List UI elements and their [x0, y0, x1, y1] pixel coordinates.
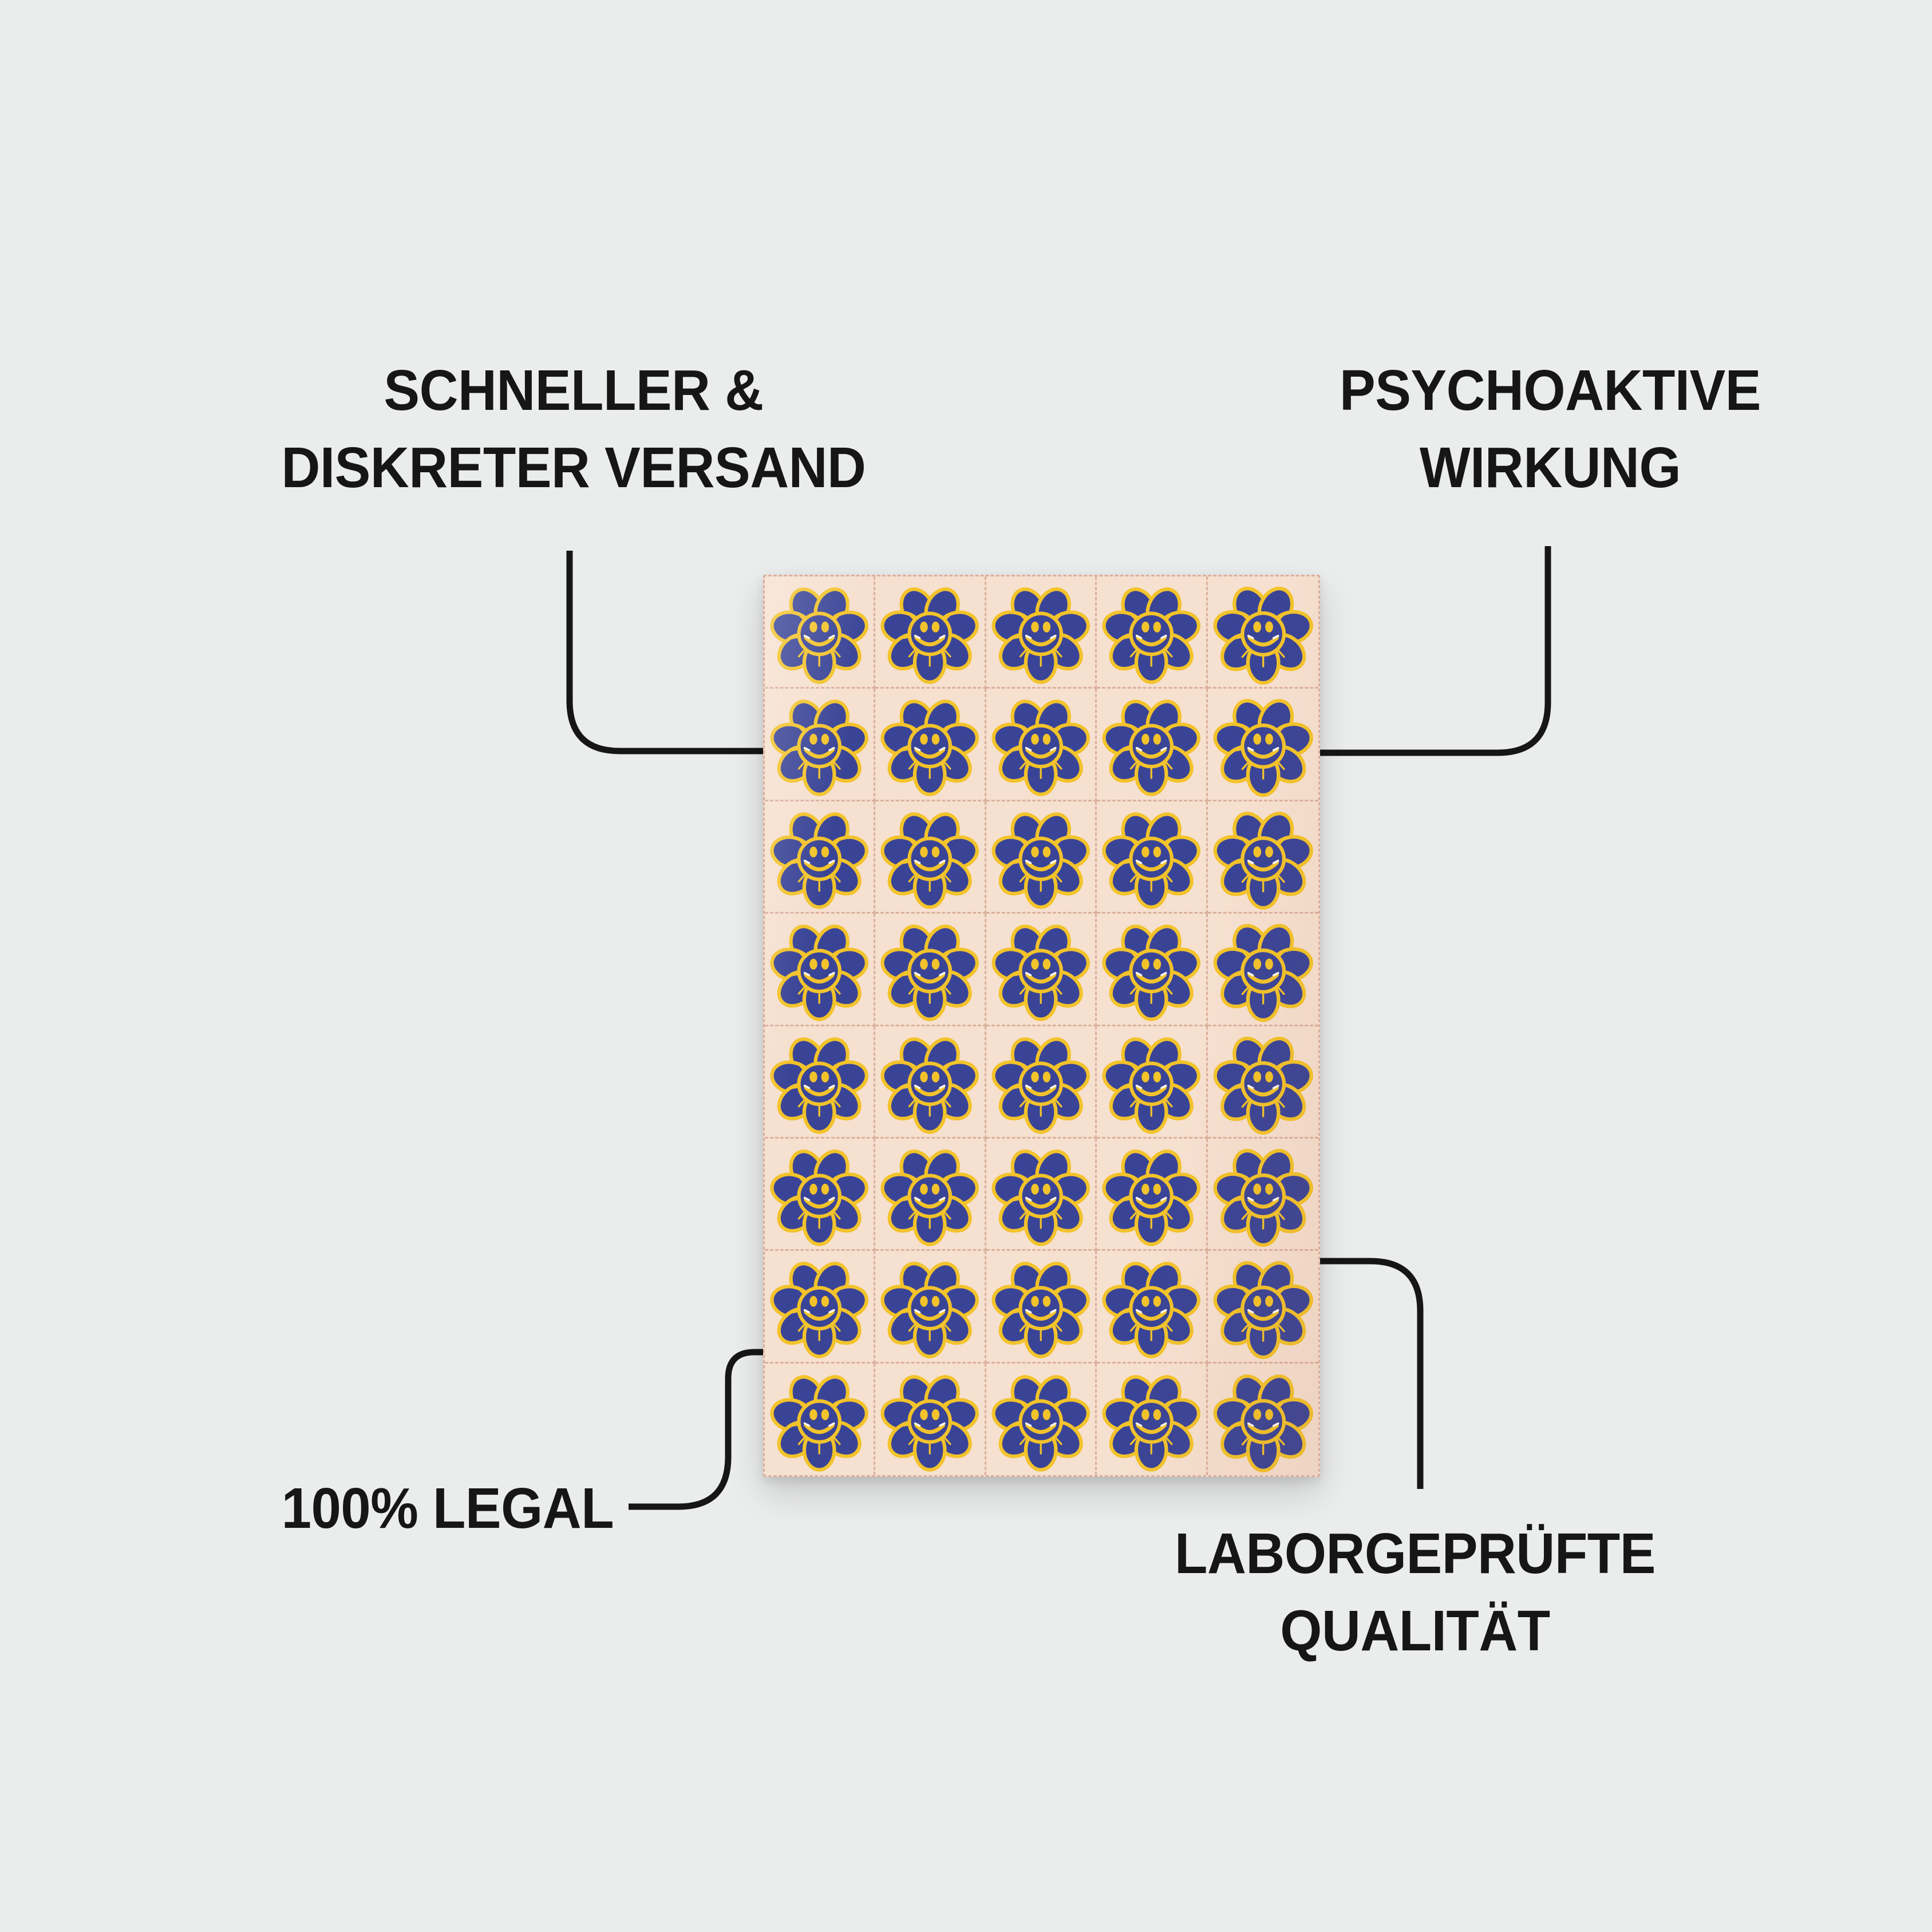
label-line: QUALITÄT [1280, 1599, 1550, 1663]
label-fast-discreet-shipping: SCHNELLER & DISKRETER VERSAND [219, 352, 929, 507]
blotter-square [986, 914, 1097, 1026]
blotter-square [875, 1026, 986, 1139]
blotter-square [765, 1251, 876, 1364]
smiley-flower-icon [1210, 579, 1316, 685]
blotter-square [1097, 801, 1208, 914]
smiley-flower-icon [989, 1253, 1093, 1359]
blotter-square [875, 576, 986, 689]
smiley-flower-icon [1099, 579, 1203, 685]
label-line: LABORGEPRÜFTE [1175, 1522, 1656, 1586]
label-line: 100% LEGAL [281, 1476, 614, 1540]
blotter-square [986, 1138, 1097, 1251]
blotter-square [1207, 914, 1318, 1026]
blotter-square [765, 689, 876, 801]
smiley-flower-icon [1210, 916, 1316, 1022]
blotter-square [765, 1363, 876, 1475]
blotter-square [986, 1363, 1097, 1475]
blotter-square [1097, 1251, 1208, 1364]
blotter-square [765, 1138, 876, 1251]
smiley-flower-icon [878, 579, 982, 685]
blotter-square [1208, 1364, 1318, 1475]
blotter-square [765, 914, 876, 1026]
blotter-grid [765, 576, 1318, 1475]
blotter-square [1207, 689, 1318, 801]
label-line: DISKRETER VERSAND [281, 436, 866, 500]
smiley-flower-icon [1210, 804, 1316, 910]
smiley-flower-icon [989, 691, 1093, 797]
blotter-square [986, 576, 1097, 689]
connector-top-left [566, 551, 766, 754]
blotter-square [986, 1251, 1097, 1364]
smiley-flower-icon [767, 1366, 871, 1473]
blotter-square [875, 914, 986, 1026]
smiley-flower-icon [767, 804, 871, 910]
smiley-flower-icon [878, 1366, 982, 1473]
blotter-sheet [763, 575, 1320, 1477]
smiley-flower-icon [878, 804, 982, 910]
smiley-flower-icon [1099, 1141, 1203, 1247]
blotter-square [986, 1026, 1097, 1139]
smiley-flower-icon [767, 1029, 871, 1135]
smiley-flower-icon [1210, 1029, 1316, 1135]
smiley-flower-icon [989, 916, 1093, 1022]
smiley-flower-icon [989, 1366, 1093, 1473]
smiley-flower-icon [878, 916, 982, 1022]
smiley-flower-icon [989, 579, 1093, 685]
smiley-flower-icon [767, 1253, 871, 1359]
blotter-square [1207, 1139, 1318, 1251]
smiley-flower-icon [989, 1029, 1093, 1135]
blotter-square [875, 1138, 986, 1251]
label-100-percent-legal: 100% LEGAL [179, 1470, 717, 1547]
blotter-square [1207, 576, 1318, 689]
smiley-flower-icon [878, 1253, 982, 1359]
label-lab-tested-quality: LABORGEPRÜFTE QUALITÄT [1060, 1515, 1771, 1670]
blotter-square [1207, 801, 1318, 914]
blotter-square [1097, 1026, 1208, 1139]
label-line: SCHNELLER & [384, 358, 764, 422]
smiley-flower-icon [878, 691, 982, 797]
smiley-flower-icon [1210, 1253, 1316, 1359]
smiley-flower-icon [878, 1029, 982, 1135]
smiley-flower-icon [1099, 691, 1203, 797]
blotter-square [875, 689, 986, 801]
blotter-square [765, 1026, 876, 1139]
blotter-square [1097, 576, 1208, 689]
connector-bottom-right [1318, 1258, 1424, 1489]
smiley-flower-icon [767, 579, 871, 685]
smiley-flower-icon [1099, 804, 1203, 910]
blotter-square [875, 1251, 986, 1364]
smiley-flower-icon [767, 916, 871, 1022]
blotter-square [875, 801, 986, 914]
blotter-square [875, 1363, 986, 1475]
connector-top-right [1318, 546, 1551, 756]
blotter-square [1097, 689, 1208, 801]
smiley-flower-icon [878, 1141, 982, 1247]
blotter-square [1097, 914, 1208, 1026]
blotter-square [1207, 1026, 1318, 1139]
blotter-square [765, 576, 876, 689]
smiley-flower-icon [767, 1141, 871, 1247]
smiley-flower-icon [1099, 916, 1203, 1022]
smiley-flower-icon [1210, 1366, 1316, 1473]
smiley-flower-icon [989, 1141, 1093, 1247]
blotter-square [1207, 1251, 1318, 1364]
label-psychoactive-effect: PSYCHOAKTIVE WIRKUNG [1195, 352, 1906, 507]
blotter-square [1097, 1363, 1208, 1475]
blotter-square [765, 801, 876, 914]
smiley-flower-icon [1099, 1366, 1203, 1473]
smiley-flower-icon [1099, 1253, 1203, 1359]
smiley-flower-icon [989, 804, 1093, 910]
blotter-square [1097, 1138, 1208, 1251]
blotter-square [986, 801, 1097, 914]
smiley-flower-icon [1099, 1029, 1203, 1135]
blotter-square [986, 689, 1097, 801]
smiley-flower-icon [767, 691, 871, 797]
label-line: WIRKUNG [1419, 436, 1681, 500]
smiley-flower-icon [1210, 1141, 1316, 1247]
label-line: PSYCHOAKTIVE [1339, 358, 1761, 422]
smiley-flower-icon [1210, 691, 1316, 797]
